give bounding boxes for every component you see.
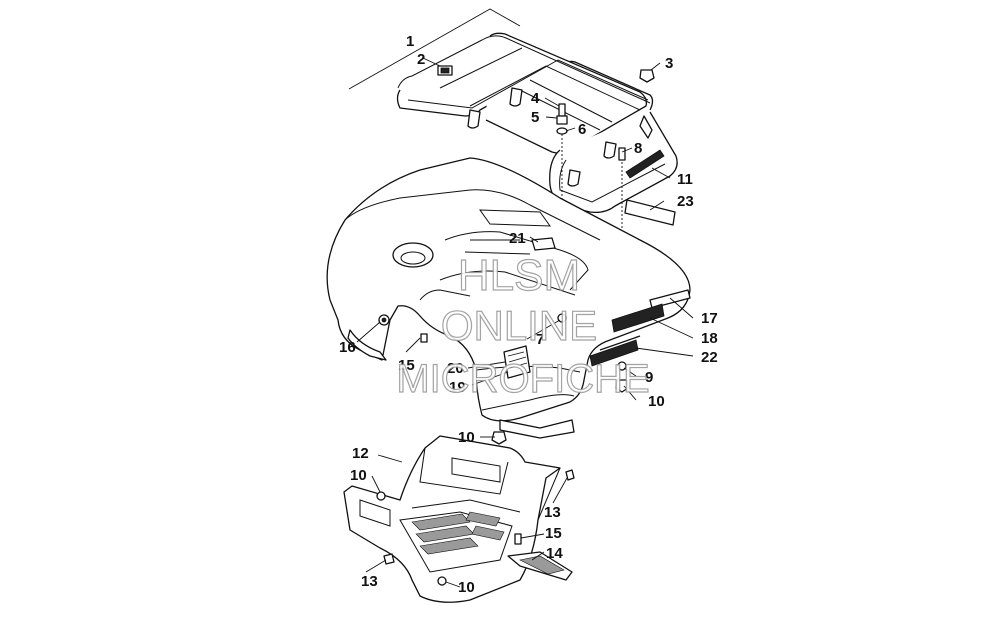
callout-3: 3 bbox=[665, 55, 673, 72]
callout-11: 11 bbox=[677, 171, 693, 188]
tread-grid bbox=[411, 511, 505, 555]
callout-15a: 15 bbox=[398, 357, 415, 374]
callout-22: 22 bbox=[701, 349, 718, 366]
rear-fender-icon bbox=[326, 157, 691, 445]
callout-12: 12 bbox=[352, 445, 369, 462]
callout-9: 9 bbox=[645, 369, 653, 386]
callout-10d: 10 bbox=[458, 579, 475, 596]
callout-20: 20 bbox=[447, 360, 464, 377]
watermark-line-2: ONLINE bbox=[441, 302, 597, 349]
callout-6: 6 bbox=[578, 121, 586, 138]
callout-19: 19 bbox=[449, 379, 466, 396]
leader-lines bbox=[356, 57, 694, 588]
callout-10b: 10 bbox=[458, 429, 475, 446]
callout-10a: 10 bbox=[648, 393, 665, 410]
callout-16: 16 bbox=[339, 339, 356, 356]
callout-14: 14 bbox=[546, 545, 563, 562]
callout-17: 17 bbox=[701, 310, 718, 327]
footrest-icon bbox=[507, 551, 573, 581]
callout-13b: 13 bbox=[361, 573, 378, 590]
callout-1: 1 bbox=[406, 33, 414, 50]
callout-5: 5 bbox=[531, 109, 539, 126]
rack-icon bbox=[348, 8, 678, 300]
callout-10c: 10 bbox=[350, 467, 367, 484]
callout-15b: 15 bbox=[545, 525, 562, 542]
callout-2: 2 bbox=[417, 51, 425, 68]
callout-23: 23 bbox=[677, 193, 694, 210]
callout-13a: 13 bbox=[544, 504, 561, 521]
callout-4: 4 bbox=[531, 90, 540, 107]
watermark: HLSM ONLINE MICROFICHE bbox=[396, 250, 651, 401]
callout-18: 18 bbox=[701, 330, 718, 347]
callout-21: 21 bbox=[509, 230, 526, 247]
watermark-line-3: MICROFICHE bbox=[396, 357, 649, 401]
footwell-icon bbox=[343, 435, 575, 603]
callouts: 1 2 3 4 5 6 8 11 23 21 17 18 22 7 16 15 … bbox=[339, 33, 718, 596]
watermark-line-1: HLSM bbox=[458, 251, 580, 300]
callout-7: 7 bbox=[536, 331, 544, 348]
callout-8: 8 bbox=[634, 140, 642, 157]
